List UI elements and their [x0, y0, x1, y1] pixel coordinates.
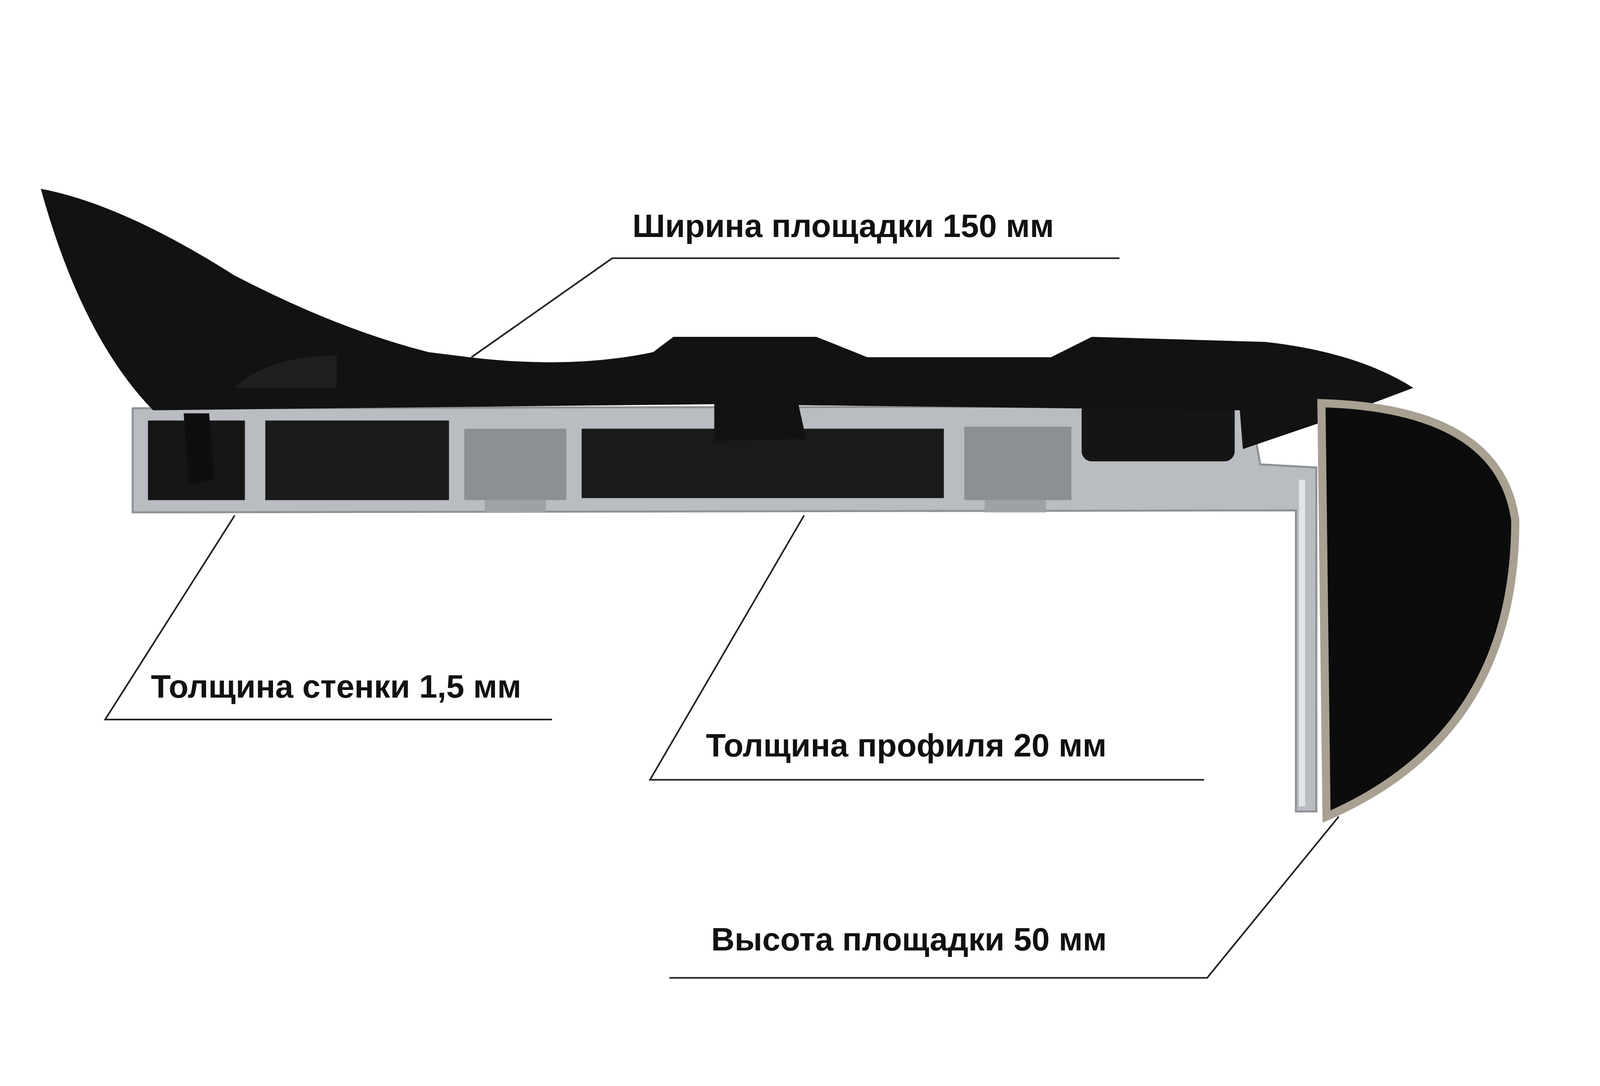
dimension-label: Высота площадки 50 мм	[711, 922, 1107, 956]
leg-shade	[1298, 479, 1306, 807]
cell	[464, 428, 567, 500]
rubber-bumper	[1321, 402, 1516, 817]
rubber-rib	[234, 354, 338, 388]
dimension-label: Толщина профиля 20 мм	[705, 729, 1107, 762]
aluminum-body	[132, 406, 1317, 811]
rubber-plug	[183, 413, 215, 485]
rubber-key	[714, 392, 807, 441]
cell	[484, 499, 547, 512]
cell	[964, 426, 1072, 500]
leader-line	[105, 515, 553, 720]
cell	[984, 499, 1046, 512]
dimension-label: Ширина площадки 150 мм	[632, 209, 1054, 243]
cell	[265, 420, 450, 500]
leader-line	[649, 515, 1205, 780]
dimension-label: Толщина стенки 1,5 мм	[150, 670, 522, 703]
leader-line	[471, 258, 1120, 357]
rubber-tread	[40, 188, 1414, 449]
leader-line	[669, 816, 1339, 978]
